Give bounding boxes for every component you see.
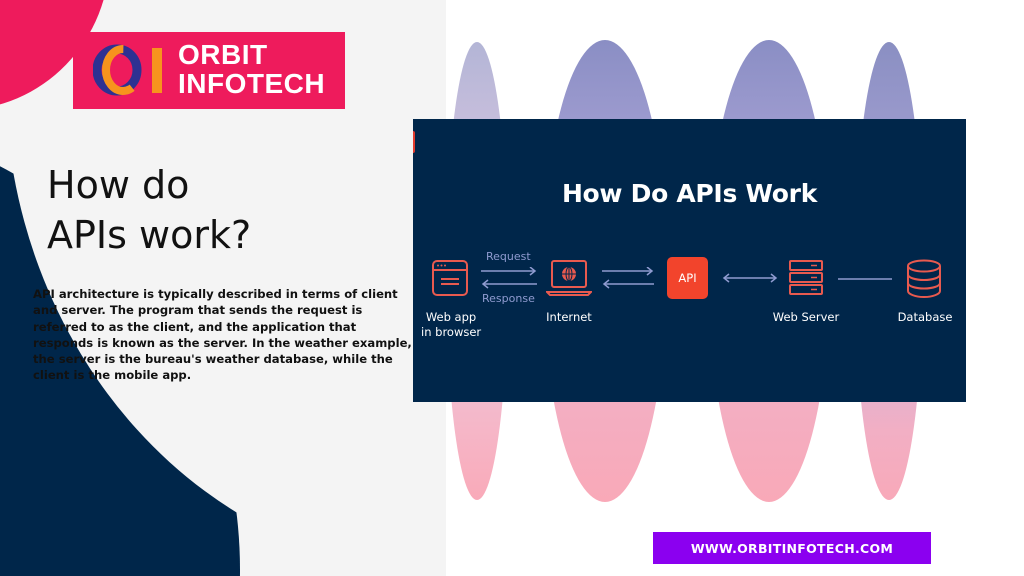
node-label-database: Database — [897, 310, 953, 324]
double-headed-arrow-icon — [721, 271, 779, 285]
bidirectional-arrow-icon — [600, 267, 656, 289]
connector-line — [838, 277, 892, 281]
server-stack-icon — [788, 259, 824, 297]
laptop-globe-icon — [546, 259, 592, 297]
website-link-button[interactable]: WWW.ORBITINFOTECH.COM — [653, 532, 931, 564]
brand-name-line1: ORBIT — [178, 39, 268, 70]
response-label: Response — [482, 292, 535, 305]
request-arrow-icon — [479, 267, 539, 289]
brand-logo: ORBIT INFOTECH — [73, 32, 345, 109]
node-label-web-app: Web app in browser — [421, 310, 482, 339]
diagram-title: How Do APIs Work — [561, 179, 818, 208]
node-label-internet: Internet — [546, 310, 592, 324]
node-label-web-server: Web Server — [772, 310, 840, 324]
page-title: How do APIs work? — [47, 160, 251, 260]
request-label: Request — [486, 250, 531, 263]
api-box: API — [667, 257, 708, 299]
browser-window-icon — [431, 259, 469, 297]
brand-name: ORBIT INFOTECH — [178, 40, 325, 98]
api-diagram: How Do APIs Work Web app in browser Requ… — [413, 119, 966, 402]
page-title-line2: APIs work? — [47, 213, 252, 257]
brand-name-line2: INFOTECH — [178, 68, 326, 99]
database-icon — [905, 259, 943, 299]
description-paragraph: API architecture is typically described … — [33, 287, 412, 383]
orbit-rings-logo-icon — [92, 42, 173, 98]
page-title-line1: How do — [47, 163, 190, 207]
decorative-tab — [413, 131, 415, 153]
